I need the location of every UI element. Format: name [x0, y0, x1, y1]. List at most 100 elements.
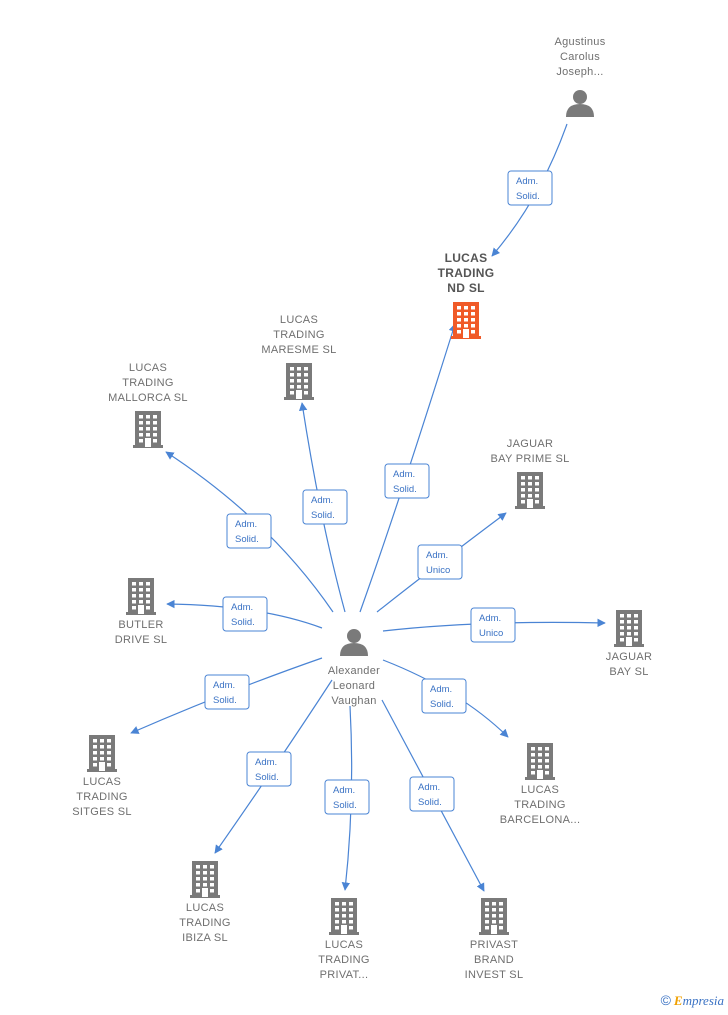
relation-label-line: Solid. [235, 534, 259, 545]
edge-alexander-to-lucas_barcelona[interactable]: Adm.Solid. [382, 659, 509, 738]
relation-label-line: Unico [426, 565, 450, 576]
brand-footer[interactable]: ©Empresia [661, 992, 724, 1009]
node-label-line: IBIZA SL [182, 932, 228, 944]
node-label-line: JAGUAR [507, 438, 553, 450]
building-icon [614, 610, 644, 647]
relation-label-line: Adm. [235, 519, 257, 530]
node-label-line: Agustinus [554, 36, 605, 48]
edge-alexander-to-lucas_nd[interactable]: Adm. Solid. [359, 323, 457, 613]
node-privast[interactable]: PRIVAST BRAND INVEST SL [465, 898, 524, 981]
relation-label-line: Solid. [213, 695, 237, 706]
node-label-line: INVEST SL [465, 969, 524, 981]
building-icon [126, 578, 156, 615]
relation-label-line: Adm. [333, 785, 355, 796]
relation-label-line: Solid. [311, 510, 335, 521]
building-icon [329, 898, 359, 935]
node-label-line: LUCAS [83, 776, 121, 788]
relation-label-line: Solid. [255, 772, 279, 783]
relation-label-box [302, 489, 348, 525]
node-lucas_ibiza[interactable]: LUCAS TRADING IBIZA SL [179, 861, 231, 944]
node-label-line: BRAND [474, 954, 514, 966]
relation-label-line: Adm. [479, 613, 501, 624]
node-label-line: LUCAS [186, 902, 224, 914]
node-label-line: SITGES SL [72, 806, 132, 818]
node-butler[interactable]: BUTLER DRIVE SL [115, 578, 168, 646]
relation-label-box [324, 779, 370, 815]
node-label-line: BAY SL [609, 666, 648, 678]
building-icon [479, 898, 509, 935]
node-label-line: LUCAS [445, 251, 488, 265]
relation-label-line: Adm. [426, 550, 448, 561]
node-agustinus[interactable]: AgustinusCarolusJoseph... [554, 36, 605, 117]
node-label-line: Alexander [328, 665, 380, 677]
relation-label-line: Adm. [516, 176, 538, 187]
node-label-line: BAY PRIME SL [491, 453, 570, 465]
nodes-layer: AgustinusCarolusJoseph...LUCASTRADINGND … [72, 36, 652, 981]
node-label-line: BUTLER [118, 619, 163, 631]
node-lucas_privat[interactable]: LUCAS TRADING PRIVAT... [318, 898, 370, 981]
node-lucas_barcelona[interactable]: LUCASTRADINGBARCELONA... [500, 743, 581, 826]
building-icon [525, 743, 555, 780]
relation-label-line: Adm. [213, 680, 235, 691]
building-icon [133, 411, 163, 448]
node-label-line: TRADING [76, 791, 128, 803]
edge-alexander-to-lucas_privat[interactable]: Adm. Solid. [324, 705, 370, 891]
edge-alexander-to-lucas_ibiza[interactable]: Adm. Solid. [214, 679, 333, 854]
node-label-line: DRIVE SL [115, 634, 168, 646]
relation-label-line: Solid. [393, 484, 417, 495]
relation-label-line: Adm. [231, 602, 253, 613]
node-label-line: TRADING [122, 377, 174, 389]
node-label-line: ND SL [447, 281, 485, 295]
edge-alexander-to-lucas_sitges[interactable]: Adm. Solid. [130, 657, 323, 734]
node-label-line: TRADING [273, 329, 325, 341]
relation-label-line: Unico [479, 628, 503, 639]
person-icon [566, 90, 594, 117]
edge-alexander-to-jaguar_prime[interactable]: Adm. Unico [376, 512, 507, 613]
building-icon [190, 861, 220, 898]
relation-label-box [384, 463, 430, 499]
node-label-line: TRADING [179, 917, 231, 929]
brand-initial: E [673, 993, 683, 1008]
edge-alexander-to-privast[interactable]: Adm.Solid. [381, 699, 485, 892]
node-label-line: Vaughan [331, 695, 376, 707]
relation-label-line: Solid. [333, 800, 357, 811]
node-jaguar_bay[interactable]: JAGUAR BAY SL [606, 610, 652, 678]
edge-alexander-to-lucas_maresme[interactable]: Adm.Solid. [298, 402, 348, 613]
relation-label-line: Solid. [516, 191, 540, 202]
relation-label-line: Adm. [430, 684, 452, 695]
edge-agustinus-to-lucas_nd[interactable]: Adm. Solid. [491, 123, 568, 257]
relation-label-line: Solid. [231, 617, 255, 628]
relation-label-line: Adm. [393, 469, 415, 480]
node-label-line: LUCAS [521, 784, 559, 796]
relation-label-box [204, 674, 250, 710]
relation-label-line: Adm. [255, 757, 277, 768]
node-label-line: PRIVAT... [320, 969, 369, 981]
node-label-line: MARESME SL [261, 344, 336, 356]
node-label-line: TRADING [318, 954, 370, 966]
node-label-line: PRIVAST [470, 939, 518, 951]
edge-alexander-to-butler[interactable]: Adm. Solid. [166, 596, 323, 632]
edge-alexander-to-lucas_mallorca[interactable]: Adm. Solid. [165, 451, 334, 613]
node-label-line: LUCAS [325, 939, 363, 951]
edge-alexander-to-jaguar_bay[interactable]: Adm. Unico [382, 607, 606, 643]
relation-label-box [421, 678, 467, 714]
relation-label-box [507, 170, 553, 206]
relation-label-box [470, 607, 516, 643]
node-label-line: BARCELONA... [500, 814, 581, 826]
node-label-line: JAGUAR [606, 651, 652, 663]
brand-name: mpresia [682, 993, 724, 1008]
node-label-line: Joseph... [556, 66, 603, 78]
node-jaguar_prime[interactable]: JAGUAR BAY PRIME SL [491, 438, 570, 509]
building-icon [451, 302, 481, 339]
node-label-line: Leonard [333, 680, 375, 692]
copyright-icon: © [660, 992, 671, 1008]
node-lucas_sitges[interactable]: LUCAS TRADING SITGES SL [72, 735, 132, 818]
building-icon [87, 735, 117, 772]
relation-label-box [417, 544, 463, 580]
person-icon [340, 629, 368, 656]
